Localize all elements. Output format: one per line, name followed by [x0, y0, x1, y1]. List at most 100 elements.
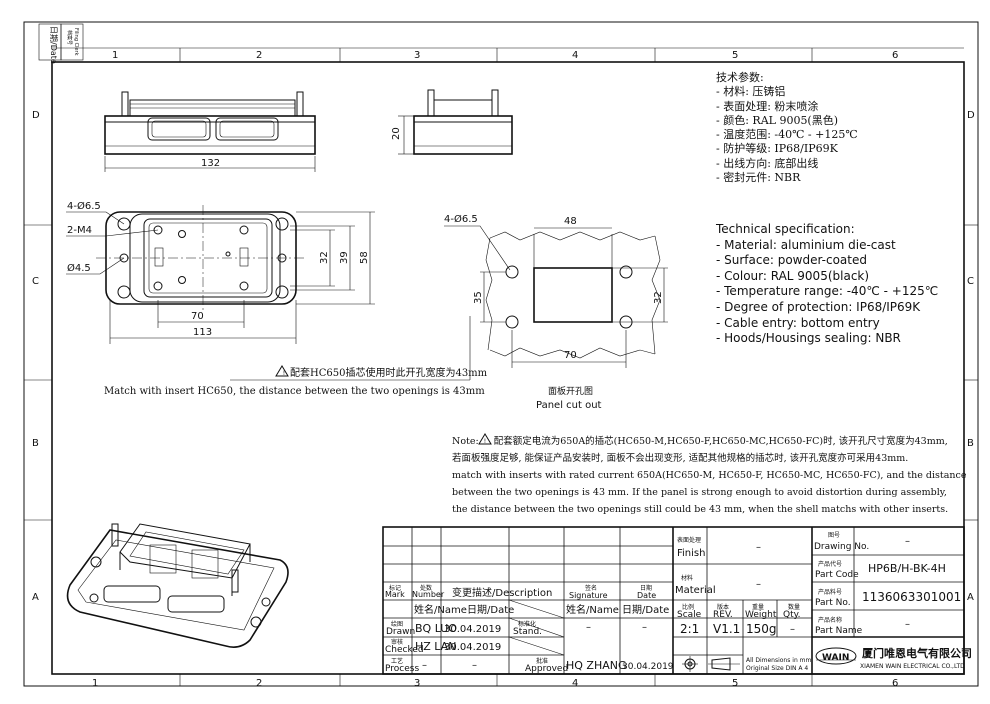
panel-cutout: [444, 225, 668, 368]
title-block: [382, 526, 965, 675]
tb-stand-cn: 标准化: [518, 620, 536, 628]
tb-qty-en: Qty.: [783, 610, 801, 620]
dim-width-132: 132: [201, 158, 220, 169]
zone-col-5-bottom: 5: [732, 678, 738, 689]
zone-row-b: B: [32, 438, 39, 449]
tb-number-en: Number: [412, 590, 445, 599]
stamp-filing-en: Filing Clerk: [73, 28, 79, 56]
tb-stand-en: Stand.: [513, 627, 542, 637]
tb-dims-note-2: Original Size DIN A 4: [746, 665, 808, 672]
spec-cn-title: 技术参数:: [716, 71, 764, 84]
dim-32-plan: 32: [319, 251, 330, 264]
note-line-3: match with inserts with rated current 65…: [452, 470, 967, 481]
tb-finish-val: –: [756, 542, 761, 553]
dim-113-plan: 113: [193, 327, 212, 338]
tb-checked-en: Checked: [385, 645, 424, 655]
tb-drawing-no-en: Drawing No.: [814, 542, 869, 552]
dim-58-plan: 58: [359, 251, 370, 264]
spec-cn-line: - 表面处理: 粉末喷涂: [716, 99, 819, 113]
dim-height-20: 20: [391, 127, 402, 140]
tb-mark-cn: 标记: [389, 584, 401, 592]
tb-material-cn: 材料: [681, 574, 693, 582]
zone-row-c: C: [32, 276, 39, 287]
stamp-filing-cn: 档案号: [66, 30, 73, 45]
tb-drawn-name: BQ LUO: [415, 622, 457, 635]
tb-material-val: –: [756, 579, 761, 590]
zone-row-c-right: C: [967, 276, 974, 287]
note-block: Note:配套额定电流为650A的插芯(HC650-M,HC650-F,HC65…: [452, 433, 966, 518]
tb-process-en: Process: [385, 664, 419, 674]
spec-cn-line: - 温度范围: -40℃ - +125℃: [716, 128, 858, 142]
front-view: [104, 91, 316, 172]
wain-logo: WAIN: [822, 653, 849, 663]
tb-weight-en: Weight: [745, 610, 777, 620]
zone-col-2-bottom: 2: [256, 678, 262, 689]
spec-cn-line: - 出线方向: 底部出线: [716, 156, 819, 170]
tb-checked-cn: 审核: [391, 638, 403, 646]
tb-number-cn: 处数: [420, 584, 432, 592]
dim-threads-plan: 2-M4: [67, 225, 92, 236]
tb-part-no-cn: 产品料号: [818, 588, 842, 596]
tb-part-no-val: 1136063301001: [862, 590, 961, 604]
tb-qty-val: –: [790, 624, 795, 635]
side-view: [398, 89, 513, 155]
tb-process-name: –: [422, 660, 427, 671]
zone-col-4: 4: [572, 50, 578, 61]
tb-drawing-no-cn: 图号: [828, 532, 840, 539]
spec-en: Technical specification: - Material: alu…: [716, 222, 938, 347]
spec-en-line: - Surface: powder-coated: [716, 253, 867, 268]
zone-col-6-bottom: 6: [892, 678, 898, 689]
tb-process-cn: 工艺: [391, 657, 403, 665]
tb-signature-en: Signature: [569, 591, 608, 600]
iso-view: [66, 523, 289, 648]
tb-date-header-2: 日期/Date: [622, 604, 669, 616]
zone-col-1: 1: [112, 50, 118, 61]
tb-part-code-val: HP6B/H-BK-4H: [868, 562, 946, 575]
tb-date-header: 日期/Date: [467, 604, 514, 616]
tb-scale-en: Scale: [677, 610, 702, 620]
tb-drawing-no-val: –: [905, 536, 910, 547]
zone-row-d: D: [32, 110, 40, 121]
warning-triangle-icon: [275, 365, 289, 377]
dim-48-cutout: 48: [564, 216, 577, 227]
company-name-cn: 厦门唯恩电气有限公司: [862, 646, 972, 660]
spec-cn-line: - 防护等级: IP68/IP69K: [716, 142, 838, 156]
dim-32-cutout: 32: [653, 291, 664, 304]
tb-description: 变更描述/Description: [452, 586, 552, 599]
cutout-caption-cn: 面板开孔图: [548, 385, 593, 397]
plan-view: [66, 205, 375, 344]
note-triangle-mark: !: [484, 438, 486, 445]
tb-part-name-en: Part Name: [815, 626, 863, 636]
tb-date-cn: 日期: [640, 584, 652, 592]
tb-part-code-en: Part Code: [815, 570, 859, 580]
spec-en-line: - Material: aluminium die-cast: [716, 237, 896, 252]
spec-cn-line: - 材料: 压铸铝: [716, 85, 786, 99]
tb-drawn-en: Drawn: [386, 627, 415, 637]
zone-col-1-bottom: 1: [92, 678, 98, 689]
outer-frame: [23, 21, 979, 687]
tb-part-name-cn: 产品名称: [818, 616, 842, 624]
dim-70-plan: 70: [191, 311, 204, 322]
tb-name-header: 姓名/Name: [414, 603, 467, 616]
cutout-caption-en: Panel cut out: [536, 400, 602, 411]
spec-en-title: Technical specification:: [716, 222, 855, 236]
tb-scale-cn: 比例: [682, 603, 694, 611]
tb-mark-en: Mark: [385, 590, 405, 599]
tb-weight-cn: 重量: [752, 603, 764, 611]
zone-row-b-right: B: [967, 438, 974, 449]
spec-en-line: - Colour: RAL 9005(black): [716, 268, 870, 283]
tb-part-code-cn: 产品代号: [818, 560, 842, 568]
note-line-2: 若面板强度足够, 能保证产品安装时, 面板不会出现变形, 适配其他规格的插芯时,…: [452, 453, 909, 464]
tb-stand-name: –: [586, 622, 591, 633]
zone-col-5: 5: [732, 50, 738, 61]
zone-row-a: A: [32, 592, 39, 603]
spec-en-line: - Hoods/Housings sealing: NBR: [716, 331, 901, 346]
dim-pin-plan: Ø4.5: [67, 262, 91, 274]
zone-col-4-bottom: 4: [572, 678, 578, 689]
spec-en-line: - Temperature range: -40℃ - +125℃: [716, 284, 939, 299]
tb-rev-val: V1.1: [713, 622, 740, 636]
tb-checked-name: HZ LAN: [415, 640, 456, 653]
dim-70-cutout: 70: [564, 350, 577, 361]
tb-stand-date: –: [642, 622, 647, 633]
